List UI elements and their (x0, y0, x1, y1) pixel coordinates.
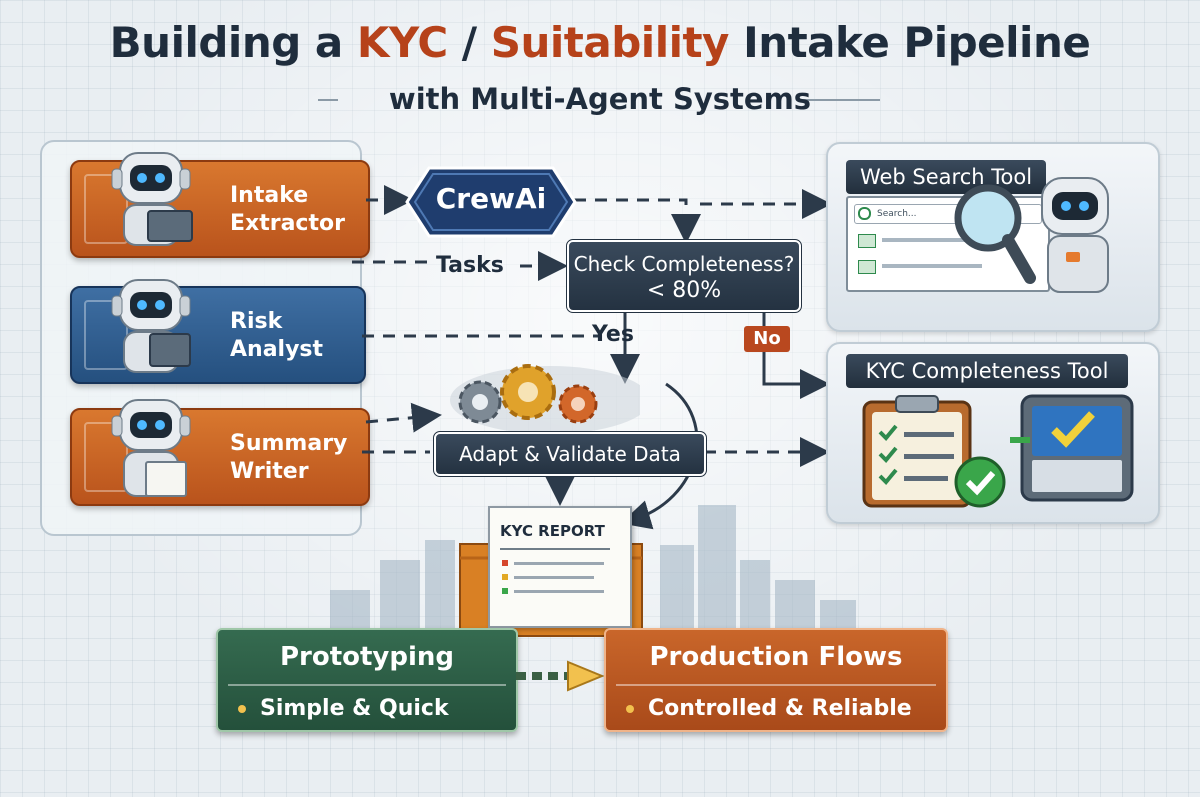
agent-label-line: Analyst (230, 337, 324, 362)
arrow-icon (516, 660, 605, 692)
crewai-label: CrewAi (435, 182, 547, 215)
kyc-report-document[interactable]: KYC REPORT (488, 506, 632, 628)
production-flows-box[interactable]: Production Flows Controlled & Reliable (604, 628, 948, 732)
kyc-report-title: KYC REPORT (500, 522, 605, 540)
production-bullet-text: Controlled & Reliable (648, 696, 912, 721)
no-badge: No (744, 326, 790, 352)
report-line (514, 562, 604, 565)
adapt-validate-box[interactable]: Adapt & Validate Data (433, 431, 707, 477)
prototyping-bullet: Simple & Quick (238, 696, 449, 721)
production-bullet: Controlled & Reliable (626, 696, 912, 721)
result-check (858, 234, 876, 248)
subtitle-rule-right (800, 99, 880, 101)
tasks-label: Tasks (436, 253, 504, 278)
tablet-icon (1010, 394, 1134, 502)
web-search-tool-title: Web Search Tool (846, 160, 1046, 194)
bullet-dot (238, 705, 246, 713)
title-suitability: Suitability (490, 18, 730, 67)
result-check (858, 260, 876, 274)
title-part: Building a (109, 18, 357, 67)
page-title: Building a KYC / Suitability Intake Pipe… (0, 18, 1200, 67)
prototyping-title: Prototyping (279, 642, 455, 672)
report-line (514, 576, 594, 579)
robot-icon (111, 279, 191, 373)
subtitle-row: with Multi-Agent Systems (0, 80, 1200, 116)
report-marker (502, 574, 508, 580)
report-line (500, 548, 610, 550)
robot-icon (1041, 177, 1109, 293)
result-line (882, 264, 982, 268)
robot-icon (111, 399, 191, 497)
kyc-completeness-tool-title: KYC Completeness Tool (846, 354, 1128, 388)
report-marker (502, 588, 508, 594)
check-completeness-box[interactable]: Check Completeness? < 80% (566, 239, 802, 313)
divider (228, 684, 506, 686)
checkmark-icon (954, 456, 1006, 508)
yes-label: Yes (592, 322, 634, 347)
production-title: Production Flows (649, 642, 903, 672)
bullet-dot (626, 705, 634, 713)
check-line-2: < 80% (646, 278, 722, 303)
robot-icon (111, 152, 193, 246)
result-line (882, 238, 1002, 242)
agent-label-line: Intake (230, 183, 309, 208)
clipboard-icon (862, 395, 972, 508)
agent-label-line: Extractor (230, 211, 345, 236)
check-line-1: Check Completeness? (573, 252, 795, 276)
title-part: Intake Pipeline (728, 18, 1091, 67)
agent-label-line: Writer (230, 459, 309, 484)
agent-label-line: Summary (230, 431, 348, 456)
magnifier-icon (954, 184, 1036, 284)
divider (616, 684, 936, 686)
prototyping-bullet-text: Simple & Quick (260, 696, 449, 721)
subtitle-rule-left (318, 99, 338, 101)
agent-label-line: Risk (230, 309, 283, 334)
title-kyc: KYC (356, 18, 448, 67)
title-part: / (447, 18, 491, 67)
crewai-badge[interactable] (405, 166, 577, 238)
adapt-validate-label: Adapt & Validate Data (459, 442, 681, 466)
report-line (514, 590, 604, 593)
search-icon (858, 207, 871, 220)
page-subtitle: with Multi-Agent Systems (388, 82, 812, 116)
gear-icon (450, 364, 640, 434)
prototyping-box[interactable]: Prototyping Simple & Quick (216, 628, 518, 732)
report-marker (502, 560, 508, 566)
